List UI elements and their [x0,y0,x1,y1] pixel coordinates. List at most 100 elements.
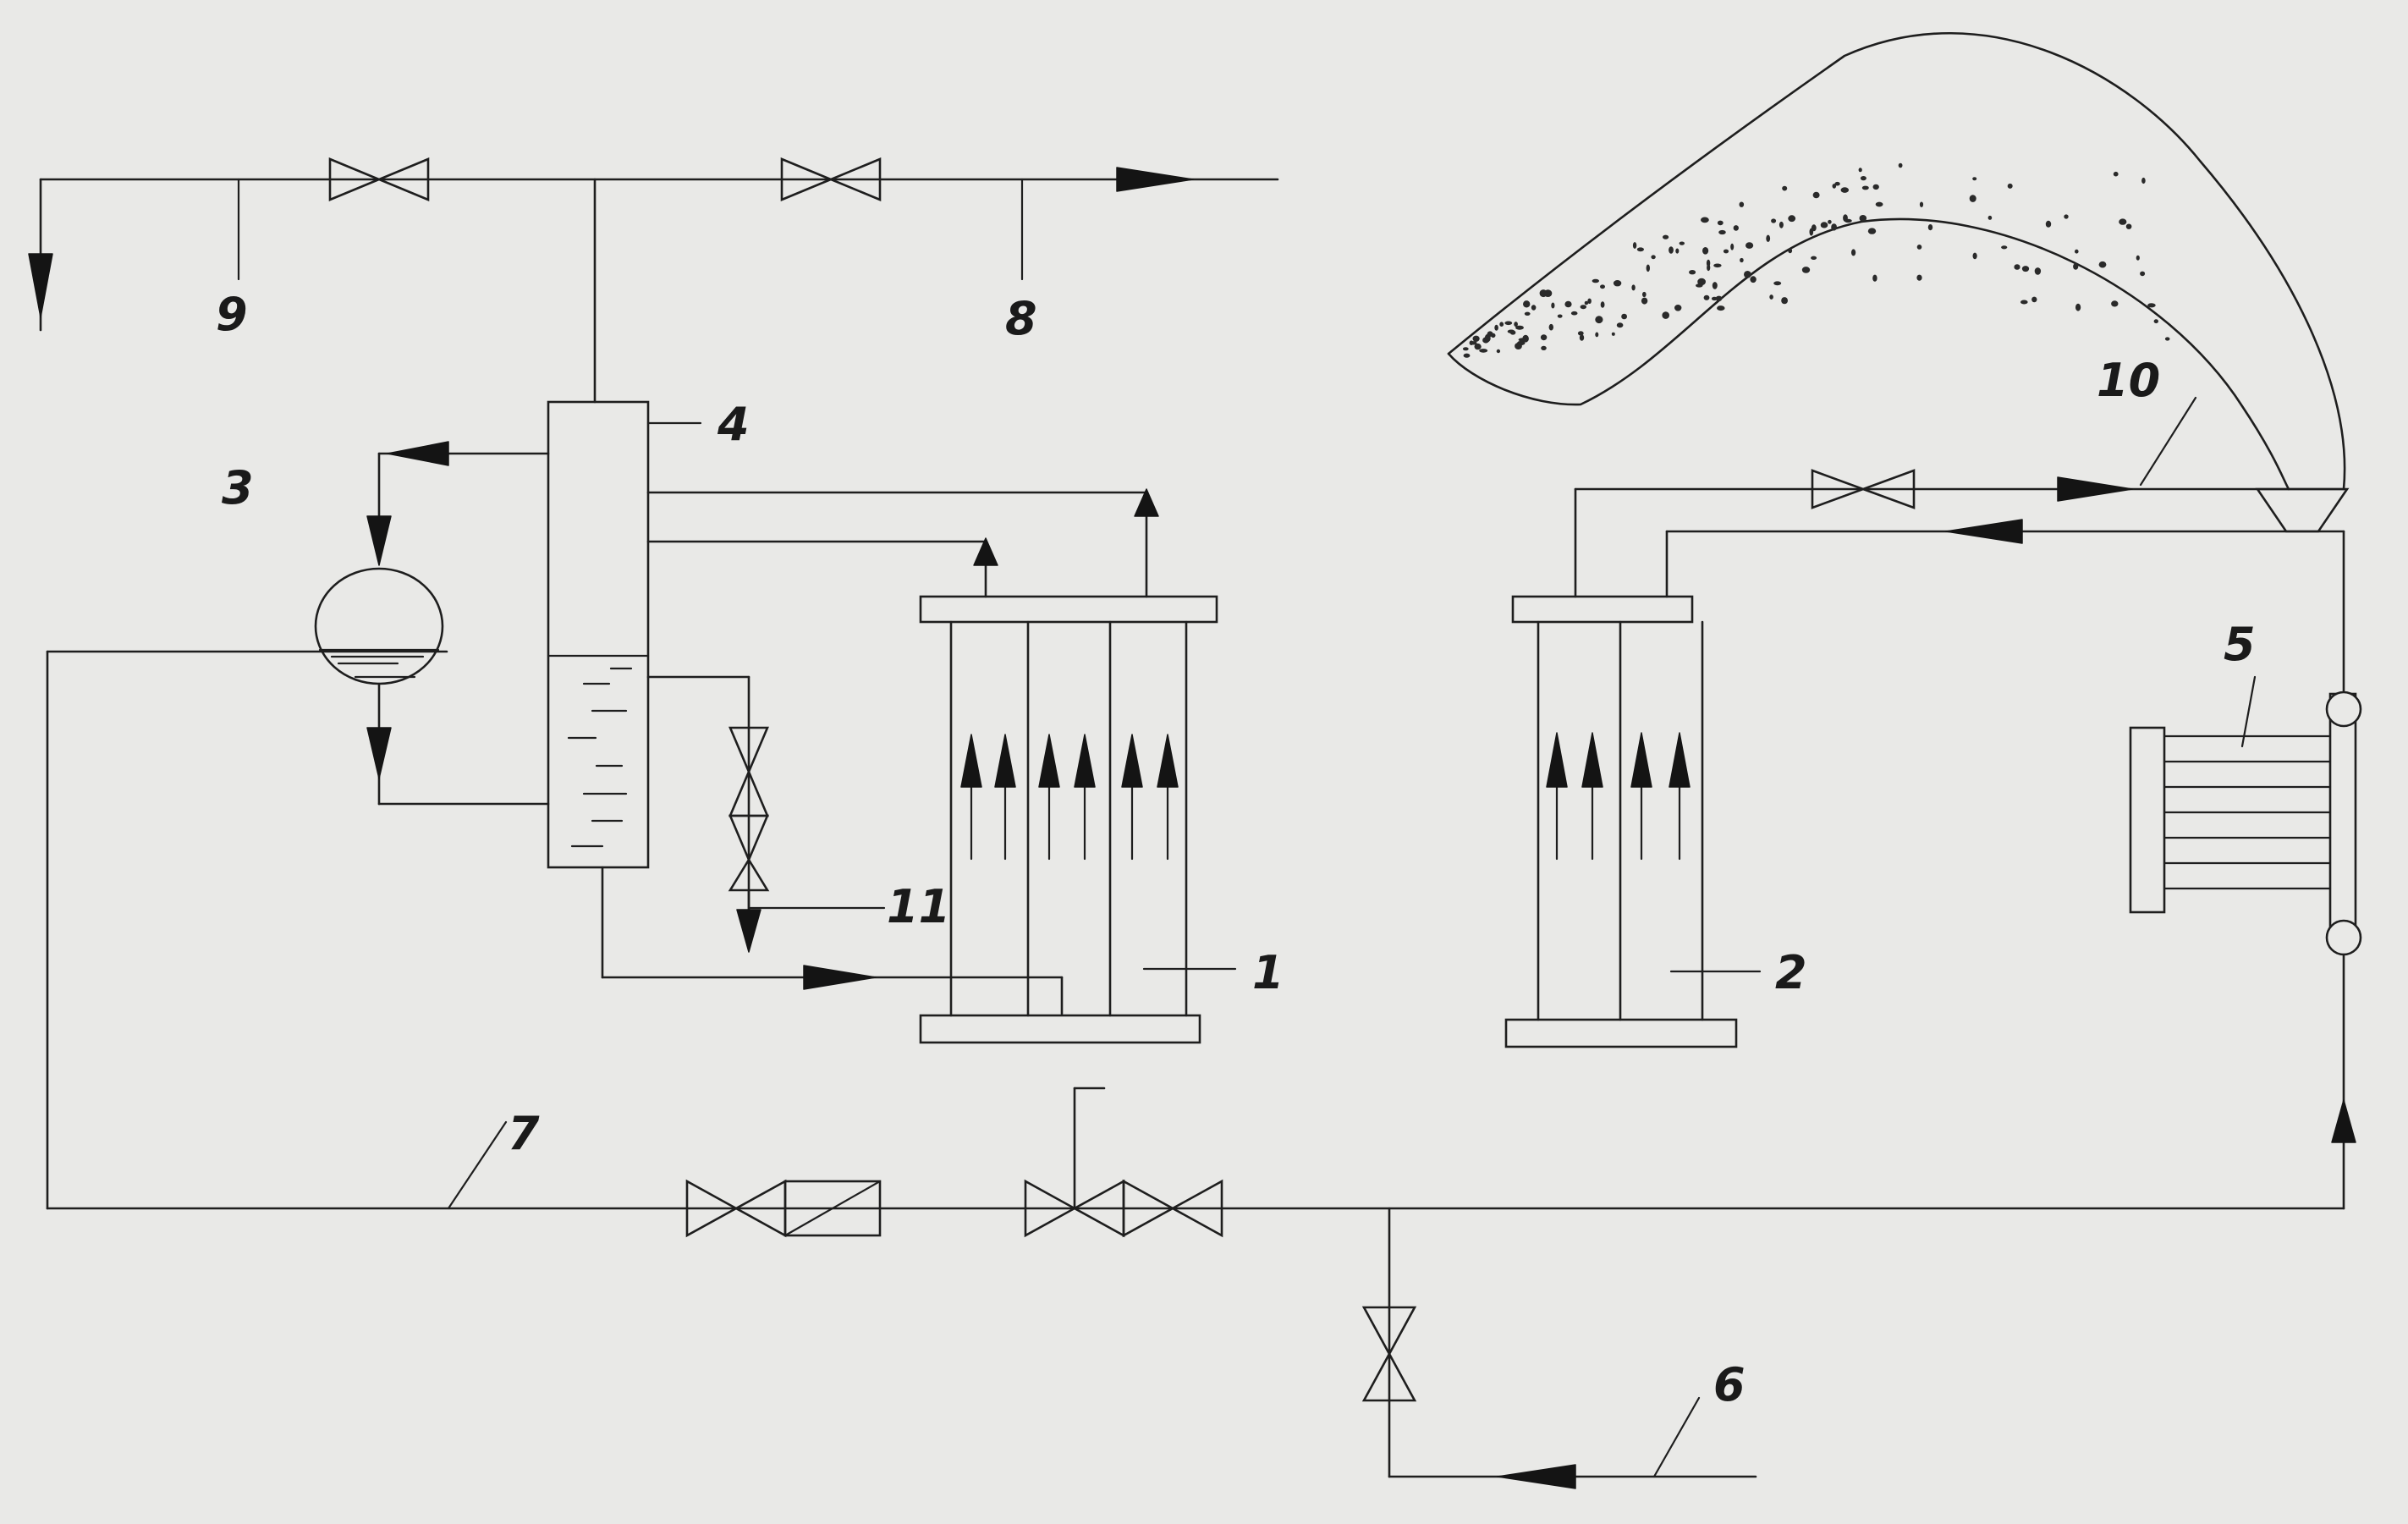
kiln-speckle [2153,319,2158,324]
kiln-speckle [1541,345,1547,350]
reactor-1-flow-arrows [960,734,1179,861]
kiln-speckle [1782,185,1788,191]
kiln-speckle [1595,332,1599,338]
kiln-speckle [1858,168,1862,173]
kiln-speckle [1769,294,1773,300]
kiln-dot-pattern [1462,162,2170,358]
kiln-speckle [2020,300,2028,305]
kiln-speckle [1872,274,1877,282]
column-vessel [547,400,650,869]
kiln-speckle [1463,353,1471,358]
kiln-speckle [1750,276,1757,283]
kiln-speckle [2113,171,2119,177]
column-to-reactor-pipes [646,488,1159,598]
kiln-speckle [1496,349,1501,354]
kiln-speckle [1577,331,1584,336]
kiln-speckle [1632,242,1637,249]
kiln-speckle [1831,223,1838,231]
kiln-speckle [1739,201,1745,207]
column-bottom-outlet [601,866,1064,1015]
kiln-speckle [1663,234,1669,239]
valve-top-left [328,157,430,201]
kiln-speckle [2141,177,2146,184]
kiln-speckle [1740,257,1744,263]
kiln-speckle [1689,270,1696,275]
kiln-speckle [1487,331,1493,338]
kiln-speckle [1651,255,1656,260]
kiln-speckle [1744,271,1751,278]
column-drain [646,675,886,953]
kiln-speckle [2021,266,2030,272]
separator-liquid-outlet [366,682,550,806]
kiln-speckle [1579,334,1585,341]
kiln-speckle [1788,248,1793,254]
label-5: 5 [2224,618,2256,671]
kiln-speckle [2073,263,2079,270]
kiln-speckle [1674,305,1682,311]
kiln-speckle [2064,214,2069,219]
heat-exchanger [2129,530,2362,956]
kiln-speckle [1746,242,1754,249]
kiln-speckle [1641,297,1648,305]
kiln-speckle [2007,183,2013,189]
kiln-speckle [1646,264,1651,272]
kiln-speckle [1580,305,1587,310]
kiln-speckle [1522,334,1529,343]
kiln-speckle [1717,305,1725,311]
kiln-speckle [1592,278,1600,283]
valve-reactor-2-top [1811,469,1916,509]
leader-7 [447,1120,508,1210]
kiln-speckle [1621,313,1627,320]
label-6: 6 [1713,1358,1746,1411]
kiln-speckle [1499,322,1504,327]
kiln-speckle [1611,332,1615,336]
kiln-speckle [1515,325,1524,330]
kiln-speckle [1733,225,1739,231]
kiln-speckle [1669,246,1674,254]
kiln-speckle [1469,340,1474,346]
kiln-speckle [1916,274,1922,281]
kiln-speckle [2125,223,2132,229]
kiln-speckle [2001,245,2008,250]
kiln-speckle [1718,229,1726,235]
kiln-speckle [1636,247,1644,252]
kiln-speckle [1919,201,1924,207]
kiln-speckle [1828,219,1832,224]
top-header-pipe [28,167,1279,404]
separator-inlet [366,441,550,566]
valve-with-regulator [685,1179,882,1238]
kiln-speckle [1600,301,1605,308]
kiln-speckle [1642,291,1647,298]
leader-5 [2240,675,2257,748]
reactor-2-outlet-pipes [1574,476,2345,598]
kiln-speckle [1788,215,1796,223]
kiln-speckle [1711,296,1718,301]
kiln-speckle [1613,280,1622,287]
bottom-loop-pipe [46,650,2356,1210]
component-labels: 1 2 3 4 5 6 7 8 9 10 11 [216,288,2256,1411]
kiln-speckle [1524,311,1531,316]
label-10: 10 [2097,354,2160,407]
kiln-speckle [1587,298,1592,304]
kiln-speckle [2014,264,2020,270]
kiln-speckle [1474,343,1482,350]
kiln-speckle [1472,335,1480,342]
kiln-speckle [2147,303,2156,308]
kiln-speckle [1859,215,1867,222]
kiln-speckle [1531,305,1537,311]
kiln-speckle [1840,187,1849,193]
kiln-feed-cone [2255,487,2350,533]
kiln-speckle [1715,295,1723,301]
kiln-speckle [1557,314,1563,318]
label-9: 9 [216,288,248,341]
kiln-speckle [1834,181,1840,186]
label-3: 3 [222,461,254,514]
kiln-speckle [1832,184,1837,189]
kiln-speckle [1860,176,1866,181]
kiln-speckle [1701,217,1709,223]
kiln-speckle [2111,300,2119,307]
kiln-speckle [1771,218,1777,223]
kiln-speckle [1600,284,1605,289]
kiln-speckle [2136,255,2140,261]
